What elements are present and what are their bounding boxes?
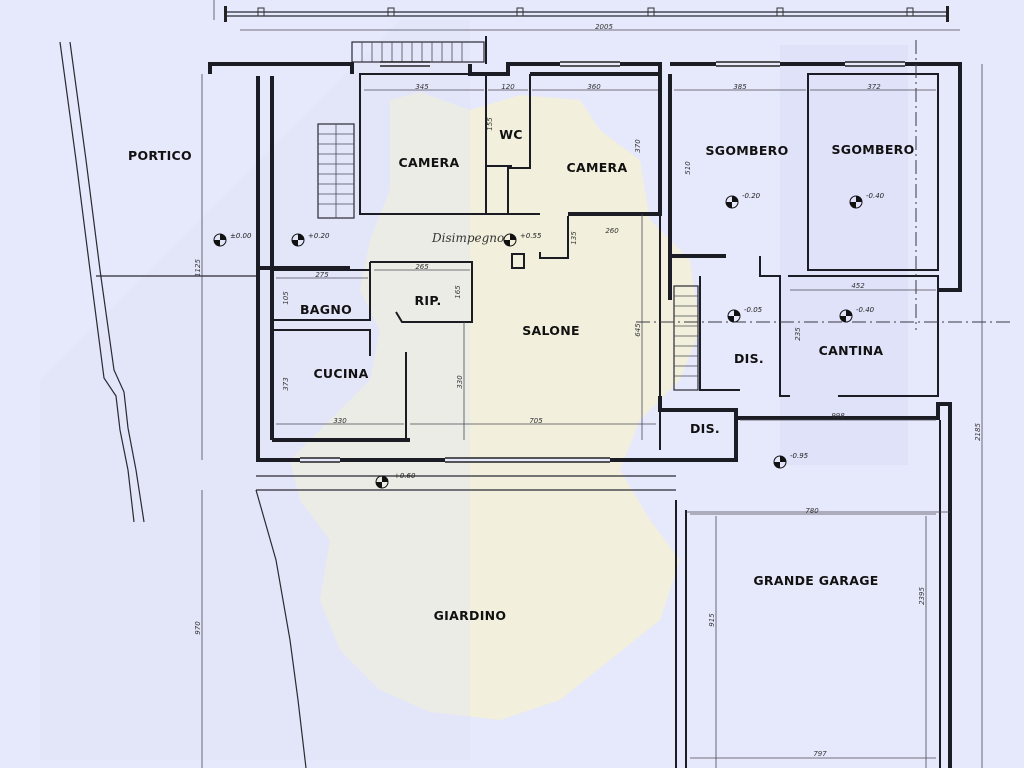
- level-disimpegno: +0.55: [520, 232, 542, 240]
- building-walls: [208, 62, 962, 768]
- dim-right-overall-h: 2185: [974, 423, 982, 441]
- dim-rip-w: 265: [415, 263, 429, 271]
- room-dis-lower: DIS.: [690, 421, 720, 436]
- portico-outline: [59, 41, 260, 523]
- room-cantina: CANTINA: [819, 343, 884, 358]
- room-camera-left: CAMERA: [399, 155, 460, 170]
- dim-top-overall: 2005: [595, 23, 613, 31]
- dim-sgombero-left-w: 385: [733, 83, 747, 91]
- room-disimpegno: Disimpegno: [431, 231, 504, 245]
- dim-salone-w: 705: [529, 417, 543, 425]
- room-grande-garage: GRANDE GARAGE: [753, 573, 878, 588]
- dim-camera-right-w: 360: [587, 83, 601, 91]
- dim-garage-w: 780: [805, 507, 819, 515]
- room-rip: RIP.: [414, 293, 441, 308]
- dim-garage-top-w: 998: [831, 412, 845, 420]
- room-sgombero-right: SGOMBERO: [831, 142, 914, 157]
- room-sgombero-left: SGOMBERO: [705, 143, 788, 158]
- dim-salone-step-w: 260: [605, 227, 619, 235]
- level-portico: ±0.00: [230, 232, 252, 240]
- dim-salone-h: 645: [634, 323, 642, 337]
- level-stair: +0.20: [308, 232, 330, 240]
- room-portico: PORTICO: [128, 148, 192, 163]
- dim-salone-step-h: 135: [570, 231, 578, 245]
- dim-wc-w: 120: [501, 83, 515, 91]
- level-markers: [213, 195, 863, 489]
- dim-bagno-h: 105: [282, 291, 290, 305]
- level-sgombero-left: -0.20: [742, 192, 761, 200]
- level-cantina: -0.40: [856, 306, 875, 314]
- dim-cucina-h: 373: [282, 377, 290, 390]
- dim-left-height: 1125: [194, 259, 202, 277]
- room-salone: SALONE: [522, 323, 580, 338]
- dim-cantina-w: 452: [851, 282, 865, 290]
- room-giardino: GIARDINO: [434, 608, 507, 623]
- window-marks: [300, 61, 905, 463]
- dim-sgombero-h: 510: [684, 161, 692, 175]
- interior-stair-right: [673, 285, 699, 391]
- dim-camera-right-h: 370: [634, 139, 642, 153]
- dim-bagno-w: 275: [315, 271, 329, 279]
- room-wc: WC: [499, 127, 523, 142]
- dim-salone-inner-h: 330: [456, 375, 464, 389]
- dim-giardino-h: 970: [194, 621, 202, 635]
- dim-garage-h: 915: [708, 613, 716, 627]
- level-garage: -0.95: [790, 452, 809, 460]
- level-sgombero-right: -0.40: [866, 192, 885, 200]
- dim-garage-bottom-w: 797: [813, 750, 827, 758]
- level-giardino: +0.60: [394, 472, 416, 480]
- interior-stair-left: [317, 123, 355, 219]
- dim-cantina-h: 235: [794, 327, 802, 341]
- room-dis-upper: DIS.: [734, 351, 764, 366]
- dim-wc-h: 155: [486, 117, 494, 131]
- dim-rip-h: 165: [454, 285, 462, 299]
- dim-sgombero-right-w: 372: [867, 83, 881, 91]
- dim-camera-left-w: 345: [415, 83, 429, 91]
- level-dis: -0.05: [744, 306, 763, 314]
- room-cucina: CUCINA: [313, 366, 368, 381]
- watermark-logo: [40, 20, 908, 760]
- room-bagno: BAGNO: [300, 302, 352, 317]
- room-camera-right: CAMERA: [567, 160, 628, 175]
- dim-cucina-w: 330: [333, 417, 347, 425]
- dim-garage-side-h: 2395: [918, 587, 926, 605]
- dimension-lines: [201, 64, 983, 768]
- terrace-railing: [213, 0, 949, 22]
